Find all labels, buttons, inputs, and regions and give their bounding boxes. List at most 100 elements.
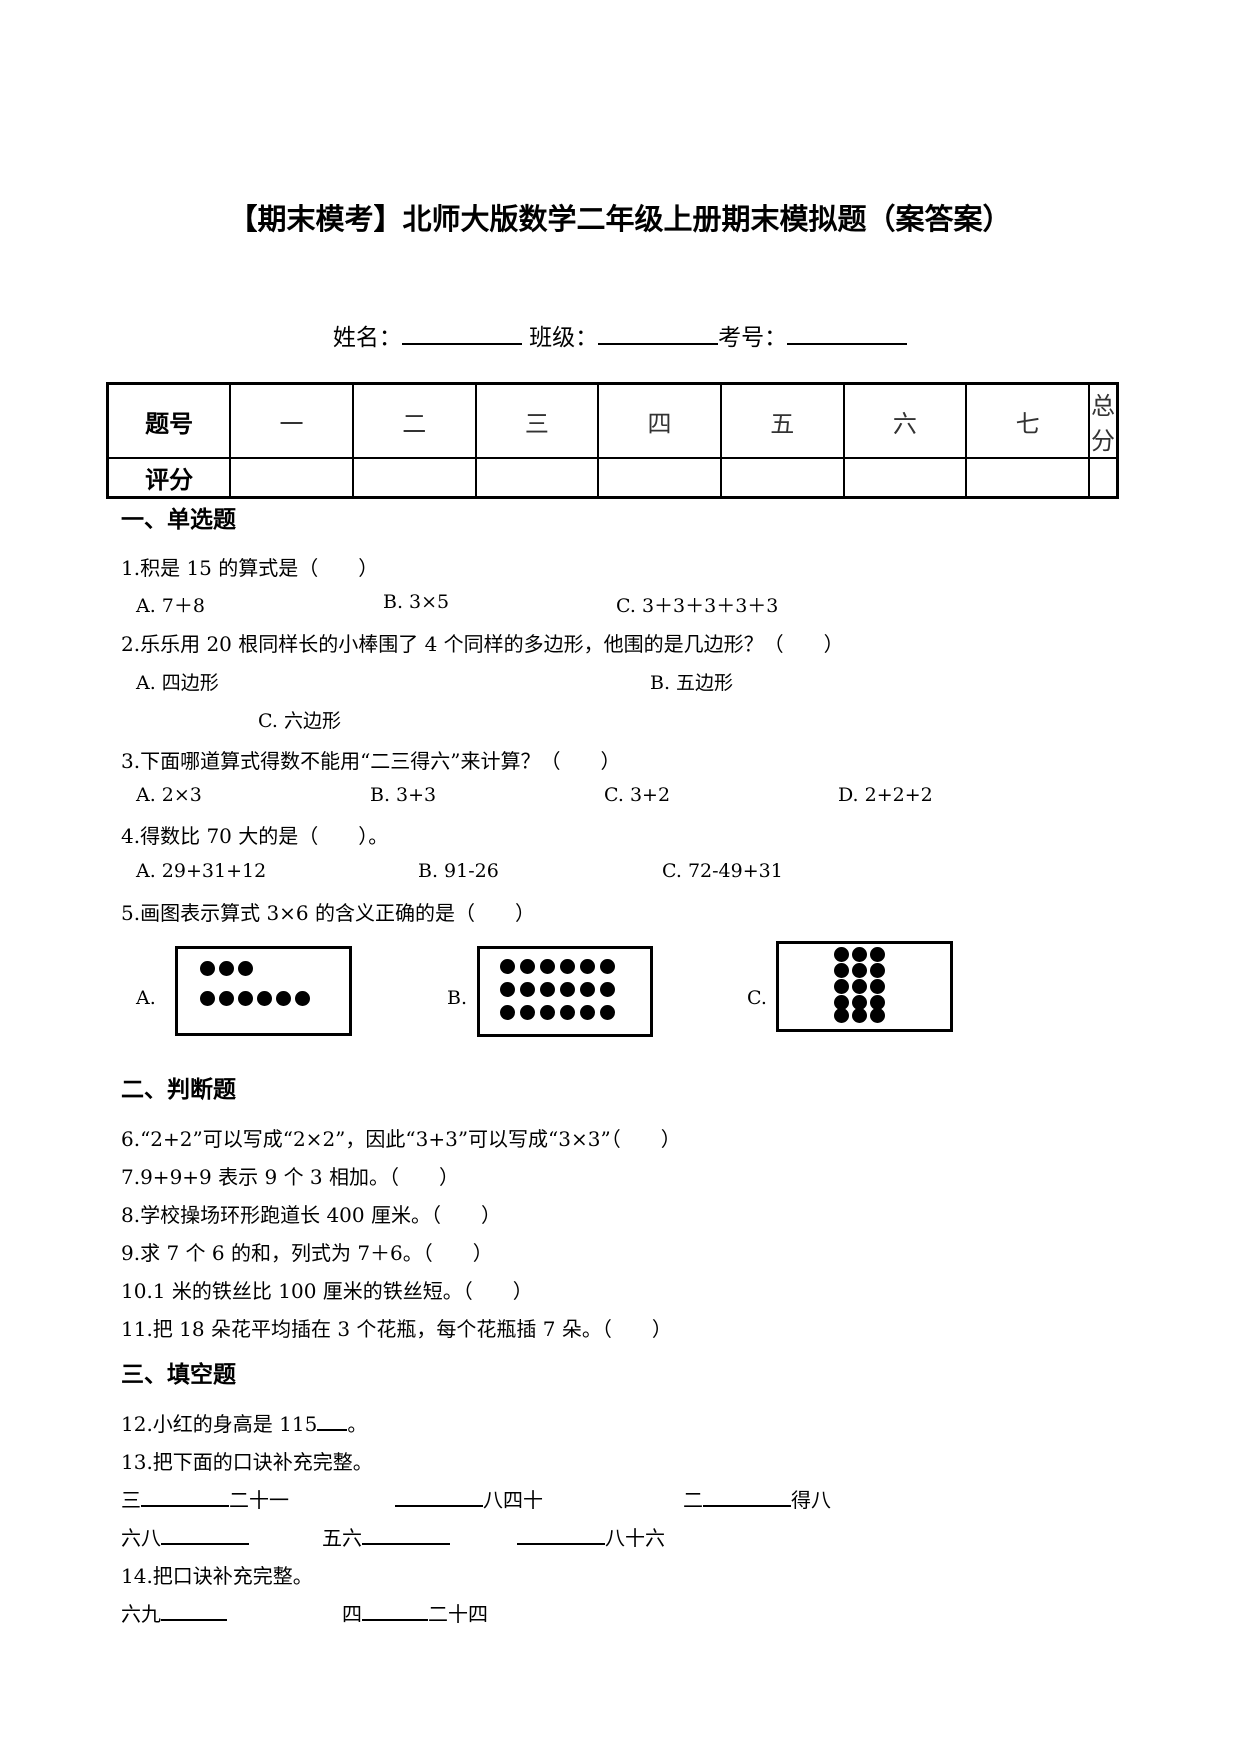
dot xyxy=(600,959,615,974)
dot xyxy=(870,947,885,962)
q13-item-2-post: 八四十 xyxy=(483,1488,543,1512)
dot xyxy=(870,979,885,994)
dot xyxy=(600,982,615,997)
q1-option-b[interactable]: B. 3×5 xyxy=(383,591,450,613)
question-6: 6.“2+2”可以写成“2×2”，因此“3+3”可以写成“3×3”（ ） xyxy=(121,1127,681,1151)
dot xyxy=(834,1008,849,1023)
score-cell[interactable] xyxy=(842,457,968,499)
class-label: 班级： xyxy=(529,325,599,351)
score-cell[interactable] xyxy=(474,457,600,499)
q13-item-6-blank[interactable] xyxy=(517,1523,605,1545)
q4-option-b[interactable]: B. 91-26 xyxy=(418,860,499,882)
dot xyxy=(520,982,535,997)
q5-option-a-dot-picture[interactable] xyxy=(175,946,352,1036)
q2-option-a[interactable]: A. 四边形 xyxy=(136,672,219,694)
score-header-total: 总分 xyxy=(1087,382,1119,459)
dot xyxy=(540,1005,555,1020)
score-header-7: 七 xyxy=(965,382,1090,459)
score-header-1: 一 xyxy=(229,382,354,459)
dot xyxy=(834,963,849,978)
dot xyxy=(500,1005,515,1020)
dot xyxy=(276,991,291,1006)
dot xyxy=(540,982,555,997)
dot xyxy=(870,995,885,1010)
dot xyxy=(238,961,253,976)
q13-item-1: 三二十一 xyxy=(121,1484,289,1513)
q13-item-2-blank[interactable] xyxy=(395,1485,483,1507)
q5-option-b-dot-picture[interactable] xyxy=(477,946,653,1037)
exam-label: 考号： xyxy=(718,325,788,351)
dot xyxy=(219,961,234,976)
q13-item-5-blank[interactable] xyxy=(362,1523,450,1545)
exam-number-blank[interactable] xyxy=(787,323,908,345)
q13-item-4-blank[interactable] xyxy=(161,1523,249,1545)
score-header-6: 六 xyxy=(842,382,968,459)
q2-option-c[interactable]: C. 六边形 xyxy=(258,710,341,732)
dot xyxy=(852,1008,867,1023)
q13-item-3-blank[interactable] xyxy=(703,1485,791,1507)
dot xyxy=(500,959,515,974)
dot xyxy=(870,1008,885,1023)
q13-item-4: 六八 xyxy=(121,1522,249,1551)
score-cell[interactable] xyxy=(965,457,1090,499)
dot xyxy=(834,979,849,994)
dot xyxy=(219,991,234,1006)
score-header-4: 四 xyxy=(597,382,722,459)
section-heading-single-choice: 一、单选题 xyxy=(121,507,236,533)
q13-item-2: 八四十 xyxy=(395,1484,543,1513)
score-cell[interactable] xyxy=(229,457,354,499)
dot xyxy=(560,959,575,974)
q5-option-c-dot-picture[interactable] xyxy=(776,941,953,1032)
dot xyxy=(600,1005,615,1020)
student-info-line: 姓名： 班级： 考号： xyxy=(0,318,1240,352)
q1-option-a[interactable]: A. 7＋8 xyxy=(136,595,205,617)
dot xyxy=(540,959,555,974)
q14-item-2-blank[interactable] xyxy=(362,1599,428,1621)
q13-item-1-blank[interactable] xyxy=(141,1485,229,1507)
score-cell[interactable] xyxy=(351,457,477,499)
dot xyxy=(580,982,595,997)
dot xyxy=(200,991,215,1006)
dot xyxy=(870,963,885,978)
score-cell[interactable] xyxy=(597,457,722,499)
class-blank[interactable] xyxy=(598,323,719,345)
q4-option-a[interactable]: A. 29+31+12 xyxy=(136,860,267,882)
q12-blank[interactable] xyxy=(317,1409,348,1431)
question-10: 10.1 米的铁丝比 100 厘米的铁丝短。（ ） xyxy=(121,1279,533,1303)
q5-option-b[interactable]: B. xyxy=(447,987,468,1009)
q4-option-c[interactable]: C. 72-49+31 xyxy=(662,860,783,882)
q5-option-c[interactable]: C. xyxy=(747,987,767,1009)
q13-item-3: 二得八 xyxy=(683,1484,831,1513)
q3-option-b[interactable]: B. 3+3 xyxy=(370,784,437,806)
score-row-label: 评分 xyxy=(106,457,232,499)
q2-option-b[interactable]: B. 五边形 xyxy=(650,672,734,694)
q13-item-5: 五六 xyxy=(322,1522,450,1551)
dot xyxy=(257,991,272,1006)
q5-option-a[interactable]: A. xyxy=(136,987,156,1009)
score-cell[interactable] xyxy=(719,457,845,499)
score-cell[interactable] xyxy=(1087,457,1119,499)
question-11: 11.把 18 朵花平均插在 3 个花瓶，每个花瓶插 7 朵。（ ） xyxy=(121,1317,672,1341)
question-12: 12.小红的身高是 115。 xyxy=(121,1408,367,1437)
dot xyxy=(500,982,515,997)
dot xyxy=(295,991,310,1006)
q14-item-1-pre: 六九 xyxy=(121,1602,161,1626)
score-header-5: 五 xyxy=(719,382,845,459)
question-9: 9.求 7 个 6 的和，列式为 7＋6。（ ） xyxy=(121,1241,493,1265)
name-blank[interactable] xyxy=(401,323,522,345)
dot xyxy=(520,1005,535,1020)
question-3: 3.下面哪道算式得数不能用“二三得六”来计算？（ ） xyxy=(121,749,621,773)
question-14: 14.把口诀补充完整。 xyxy=(121,1564,313,1588)
question-7: 7.9+9+9 表示 9 个 3 相加。（ ） xyxy=(121,1165,460,1189)
score-table: 题号 一 二 三 四 五 六 七 总分 评分 xyxy=(106,382,1119,499)
q3-option-d[interactable]: D. 2+2+2 xyxy=(838,784,933,806)
question-8: 8.学校操场环形跑道长 400 厘米。（ ） xyxy=(121,1203,501,1227)
name-label: 姓名： xyxy=(332,325,402,351)
q1-option-c[interactable]: C. 3＋3＋3＋3＋3 xyxy=(616,595,779,617)
q3-option-a[interactable]: A. 2×3 xyxy=(136,784,202,806)
q3-option-c[interactable]: C. 3+2 xyxy=(604,784,671,806)
score-table-header-row: 题号 一 二 三 四 五 六 七 总分 xyxy=(106,382,1119,459)
q13-item-1-pre: 三 xyxy=(121,1488,141,1512)
q12-end: 。 xyxy=(347,1412,368,1436)
q14-item-1-blank[interactable] xyxy=(161,1599,227,1621)
